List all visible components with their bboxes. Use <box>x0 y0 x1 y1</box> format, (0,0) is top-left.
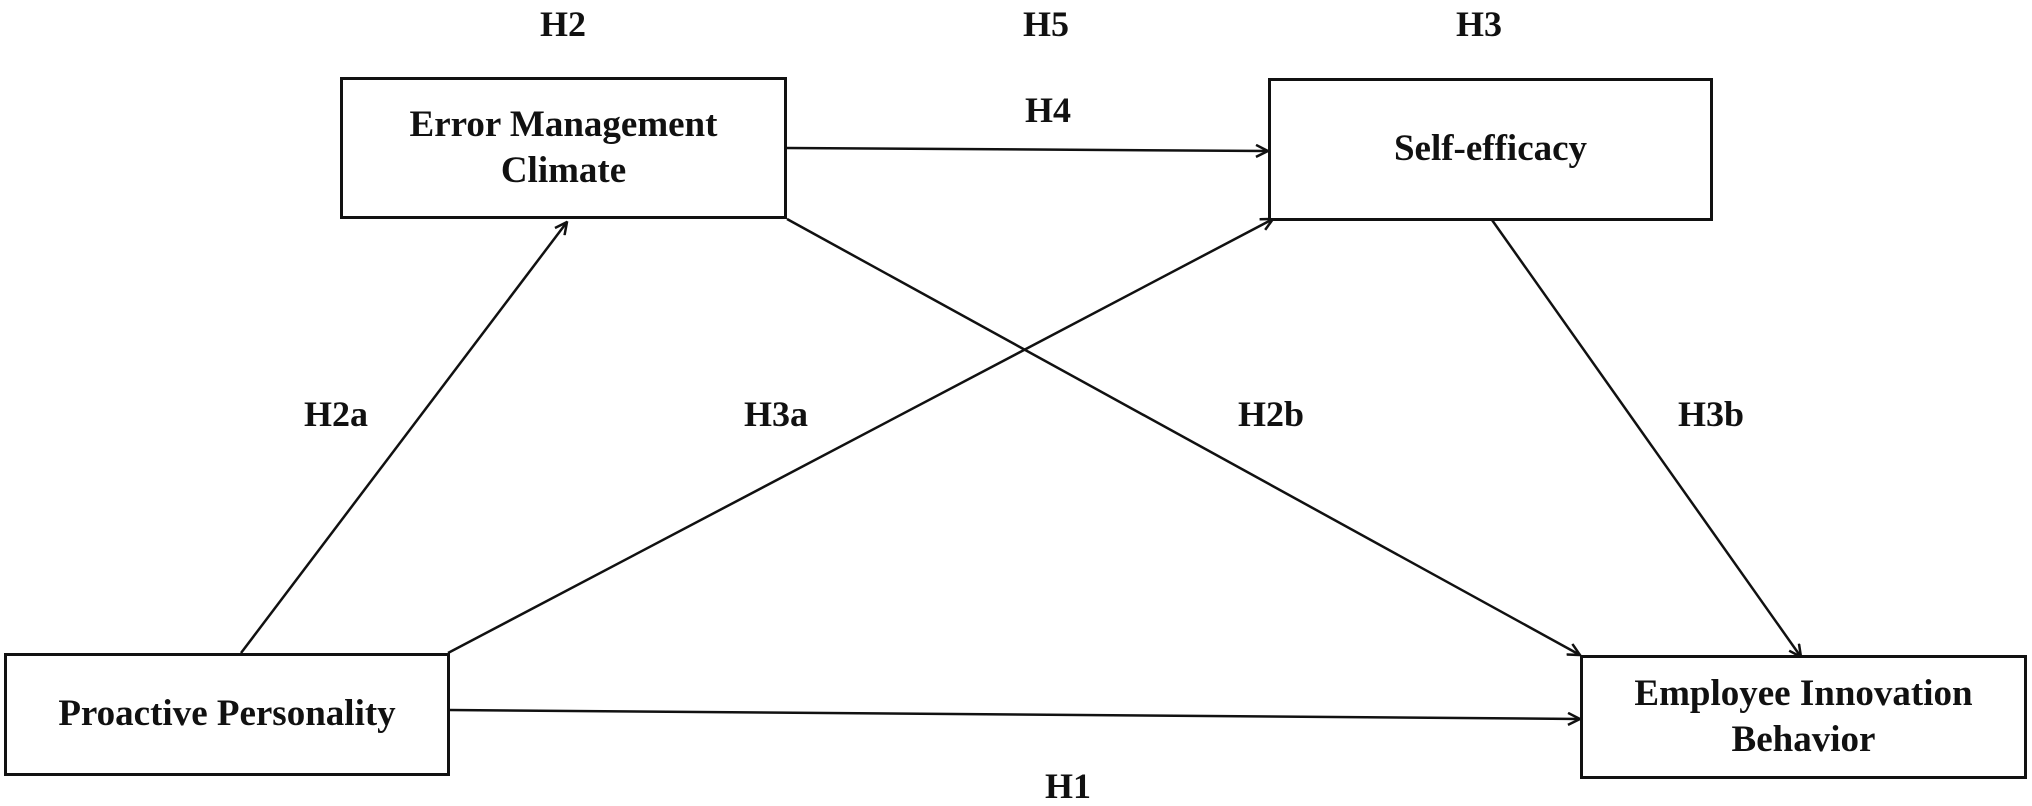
node-label-line: Climate <box>500 150 627 191</box>
arrow-self-efficacy-to-eib <box>1490 219 1801 657</box>
arrow-proactive-to-emc <box>240 222 567 654</box>
arrow-emc-to-eib <box>786 217 1580 655</box>
node-label-line: Behavior <box>1731 719 1876 760</box>
node-proactive-personality: Proactive Personality <box>4 653 450 776</box>
arrow-proactive-to-eib <box>448 708 1580 719</box>
hypothesis-label-h3: H3 <box>1456 4 1503 44</box>
hypothesis-label-h3b: H3b <box>1678 394 1745 434</box>
node-employee-innovation-behavior: Employee Innovation Behavior <box>1580 655 2027 779</box>
node-self-efficacy: Self-efficacy <box>1268 78 1713 221</box>
arrow-proactive-to-self-efficacy <box>447 219 1273 655</box>
node-label-line: Self-efficacy <box>1393 128 1588 170</box>
hypothesis-label-h2b: H2b <box>1238 394 1305 434</box>
hypothesis-label-h4: H4 <box>1025 90 1072 130</box>
node-label-line: Error Management <box>409 103 718 145</box>
hypothesis-label-h1: H1 <box>1045 766 1092 806</box>
hypothesis-label-h2: H2 <box>540 4 587 44</box>
node-label-line: Proactive Personality <box>58 693 396 735</box>
node-label-line: Employee Innovation <box>1634 672 1973 714</box>
hypothesis-label-h3a: H3a <box>744 394 809 434</box>
hypothesis-label-h5: H5 <box>1023 4 1070 44</box>
hypothesis-label-h2a: H2a <box>304 394 369 434</box>
node-error-management-climate: Error Management Climate <box>340 77 787 219</box>
arrow-emc-to-self-efficacy <box>786 148 1268 151</box>
